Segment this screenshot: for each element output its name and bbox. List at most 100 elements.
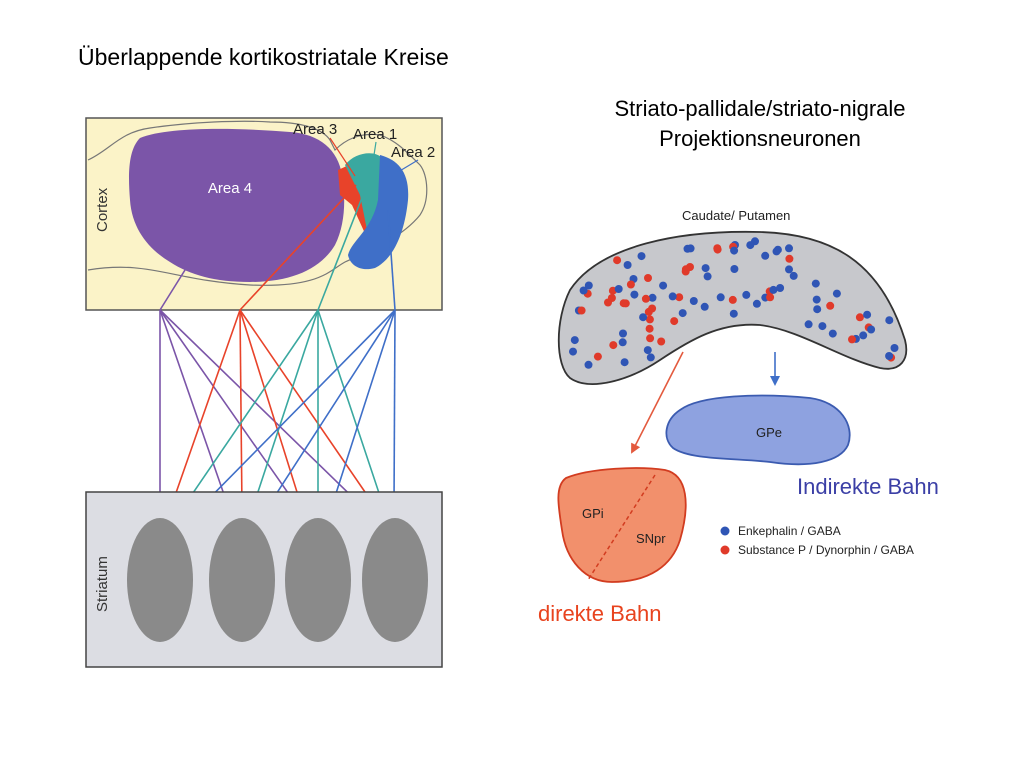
- neuron-dot: [675, 293, 684, 302]
- neuron-dot: [729, 309, 738, 318]
- cortex-sulcus-outline: [87, 120, 428, 286]
- striatum-side-label: Striatum: [94, 556, 111, 612]
- red-projection-3: [239, 309, 305, 510]
- neuron-dot: [645, 324, 654, 333]
- blue-projection-2: [260, 309, 396, 518]
- cortex-side-label: Cortex: [94, 187, 111, 232]
- neuron-dot: [609, 341, 618, 350]
- area-3-leader-line: [329, 137, 356, 177]
- area-4-region: [129, 128, 345, 282]
- neuron-dot: [641, 294, 650, 303]
- neuron-dot: [785, 254, 794, 263]
- neuron-dot: [620, 358, 629, 367]
- neuron-dot: [742, 290, 751, 299]
- teal-projection-4: [317, 309, 387, 510]
- neuron-dot: [604, 298, 612, 307]
- neuron-dot: [885, 352, 894, 360]
- neuron-dot: [579, 286, 588, 295]
- neuron-dot: [639, 313, 648, 322]
- neuron-dot: [645, 315, 654, 324]
- purple-projection-2: [159, 309, 231, 508]
- neuron-dot: [630, 290, 639, 299]
- neuron-dots: [569, 237, 899, 369]
- area-2-label: Area 2: [391, 144, 435, 161]
- neuron-dot: [686, 244, 695, 253]
- neuron-dot: [885, 316, 894, 325]
- neuron-dot: [776, 284, 785, 292]
- neuron-dot: [584, 281, 593, 290]
- indirect-pathway-label: Indirekte Bahn: [797, 474, 939, 499]
- area-2-region: [348, 155, 409, 270]
- neuron-dot: [811, 279, 820, 288]
- neuron-dot: [730, 246, 739, 255]
- neuron-dot: [848, 335, 856, 344]
- basal-ganglia-panel: Caudate/ Putamen GPe GPi SNpr Enkephalin…: [557, 208, 914, 583]
- neuron-dot: [618, 338, 627, 347]
- neuron-dot: [637, 252, 646, 261]
- area-2-leader-line: [397, 159, 419, 173]
- red-projection-4: [239, 309, 378, 510]
- neuron-dot: [646, 353, 655, 362]
- caudate-putamen-label: Caudate/ Putamen: [682, 208, 790, 223]
- neuron-dot: [730, 265, 739, 273]
- neuron-dot: [593, 352, 602, 361]
- neuron-dot: [761, 251, 770, 260]
- right-title-line-1: Striato-pallidale/striato-nigrale: [614, 96, 906, 121]
- neuron-dot: [619, 329, 627, 338]
- striatum-panel: Striatum: [85, 491, 443, 668]
- neuron-dot: [746, 241, 755, 250]
- neuron-dot: [716, 293, 725, 302]
- neuron-dot: [701, 264, 710, 273]
- purple-projection-3: [159, 309, 302, 512]
- striatal-module-3: [285, 518, 351, 642]
- neuron-dot: [659, 281, 668, 290]
- blue-projection-3: [327, 309, 396, 514]
- neuron-dot: [670, 317, 679, 326]
- neuron-dot: [644, 274, 652, 282]
- right-panel-title: Striato-pallidale/striato-nigrale Projek…: [540, 94, 980, 154]
- neuron-dot: [766, 293, 775, 302]
- gpi-label: GPi: [582, 506, 604, 521]
- area-1-output-line: [317, 189, 366, 311]
- neuron-dot: [859, 331, 868, 340]
- direct-pathway-label: direkte Bahn: [538, 601, 662, 626]
- neuron-dot: [613, 256, 622, 265]
- neuron-dot: [646, 334, 655, 343]
- neuron-dot: [785, 265, 793, 274]
- neuron-dot: [648, 293, 657, 302]
- neuron-dot: [855, 313, 864, 322]
- neuron-dot: [614, 285, 623, 293]
- neuron-dot: [584, 360, 593, 369]
- teal-projection-2: [249, 309, 319, 512]
- legend-substance-p-dot: [720, 545, 730, 555]
- area-3-output-line: [239, 184, 357, 311]
- neuron-dot: [623, 261, 632, 269]
- neuron-dot: [643, 346, 652, 355]
- neuron-dot: [657, 337, 666, 346]
- neuron-dot: [752, 299, 761, 308]
- blue-projection-1: [184, 309, 396, 524]
- area-2-output-line: [387, 209, 396, 311]
- direct-pathway-arrow: [631, 351, 684, 454]
- neuron-dot: [728, 295, 737, 304]
- neuron-dot: [867, 325, 876, 334]
- neuron-dot: [813, 305, 822, 314]
- neuron-dot: [626, 280, 635, 289]
- area-3-label: Area 3: [293, 121, 337, 138]
- gpe-shape: [665, 394, 851, 466]
- gpi-snpr-shape: [557, 467, 687, 583]
- neuron-dot: [789, 271, 798, 280]
- area-1-label: Area 1: [353, 126, 397, 143]
- gpe-label: GPe: [756, 425, 782, 440]
- neuron-dot: [812, 295, 821, 304]
- neuron-dot: [785, 244, 793, 253]
- area-1-leader-line: [371, 141, 377, 169]
- neuron-dot: [668, 292, 677, 301]
- neuron-dot: [681, 267, 690, 276]
- slide-title: Überlappende kortikostriatale Kreise: [78, 44, 449, 70]
- neuron-dot: [713, 245, 722, 254]
- striatal-module-2: [209, 518, 275, 642]
- teal-projection-1: [178, 309, 319, 514]
- red-projection-1: [167, 309, 241, 512]
